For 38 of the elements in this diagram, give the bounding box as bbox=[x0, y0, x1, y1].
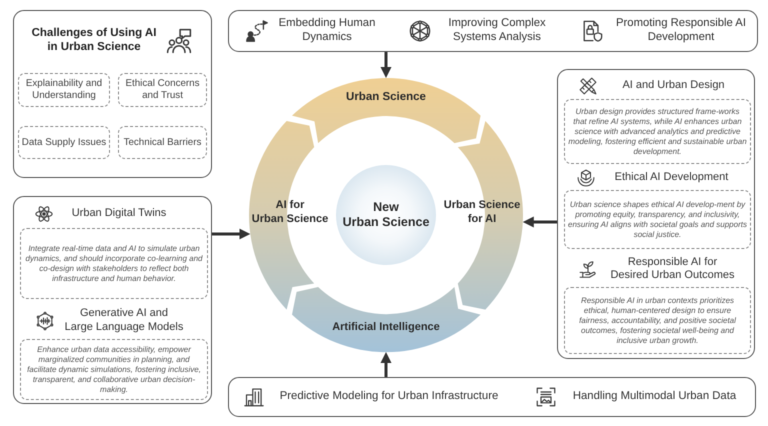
challenge-label: Explainability and Understanding bbox=[26, 78, 102, 102]
card-description: Responsible AI in urban contexts prioritizes ethical, human-centered design to ensure fairness, accountability, and positive societal outcomes, fostering societal well-being and inclusive urban growth. bbox=[578, 296, 737, 346]
panel-heading: Challenges of Using AI in Urban Science bbox=[32, 26, 156, 54]
hub-label: New Urban Science bbox=[342, 200, 430, 230]
card-description: Integrate real-time data and AI to simulate urban dynamics, and should incorporate co-learning and co-design with stakeholders to reflect both infrastructure and human behavior. bbox=[24, 244, 204, 284]
dashed-frame bbox=[18, 73, 110, 107]
segment-label: Urban Science bbox=[346, 90, 426, 104]
item-label: Embedding Human Dynamics bbox=[278, 17, 376, 44]
challenge-label: Data Supply Issues bbox=[22, 136, 106, 148]
panel bbox=[228, 377, 756, 417]
panel bbox=[13, 10, 212, 178]
card-description: Urban design provides structured frame-works that refine AI systems, while AI enhances urban science with advanced analytics and predictive modeling, fostering efficient and sustainable urban development. bbox=[567, 106, 748, 156]
challenge-label: Ethical Concerns and Trust bbox=[125, 78, 200, 102]
panel bbox=[557, 69, 755, 359]
card-heading: AI and Urban Design bbox=[622, 79, 725, 93]
item-label: Improving Complex Systems Analysis bbox=[448, 17, 546, 44]
card-heading: Ethical AI Development bbox=[614, 170, 728, 184]
segment-label: AI for Urban Science bbox=[252, 199, 328, 226]
card-heading: Urban Digital Twins bbox=[72, 207, 166, 221]
panel bbox=[13, 196, 212, 404]
dashed-frame bbox=[118, 73, 207, 107]
challenge-label: Technical Barriers bbox=[124, 136, 202, 148]
item-label: Predictive Modeling for Urban Infrastructure bbox=[280, 390, 498, 404]
arrow bbox=[380, 52, 392, 78]
card-description: Urban science shapes ethical AI develop-ment by promoting equity, transparency, and inclusivity, ensuring AI aligns with societal goals and supports social justice. bbox=[567, 200, 748, 240]
card-description: Enhance urban data accessibility, empower marginalized communities in planning, and facilitate dynamic simulations, fostering inclusive, transparent, and collaborative urban decision-making. bbox=[26, 344, 202, 394]
item-label: Handling Multimodal Urban Data bbox=[572, 390, 736, 404]
card-heading: Generative AI and Large Language Models bbox=[64, 307, 184, 334]
segment-label: Artificial Intelligence bbox=[332, 321, 440, 335]
panel bbox=[228, 10, 758, 52]
arrow bbox=[212, 228, 250, 240]
arrow bbox=[522, 216, 557, 228]
dashed-frame bbox=[118, 126, 207, 159]
item-label: Promoting Responsible AI Development bbox=[616, 17, 746, 44]
arrow bbox=[380, 352, 392, 377]
card-heading: Responsible AI for Desired Urban Outcomes bbox=[610, 256, 735, 282]
dashed-frame bbox=[18, 126, 110, 159]
segment-label: Urban Science for AI bbox=[444, 199, 520, 226]
